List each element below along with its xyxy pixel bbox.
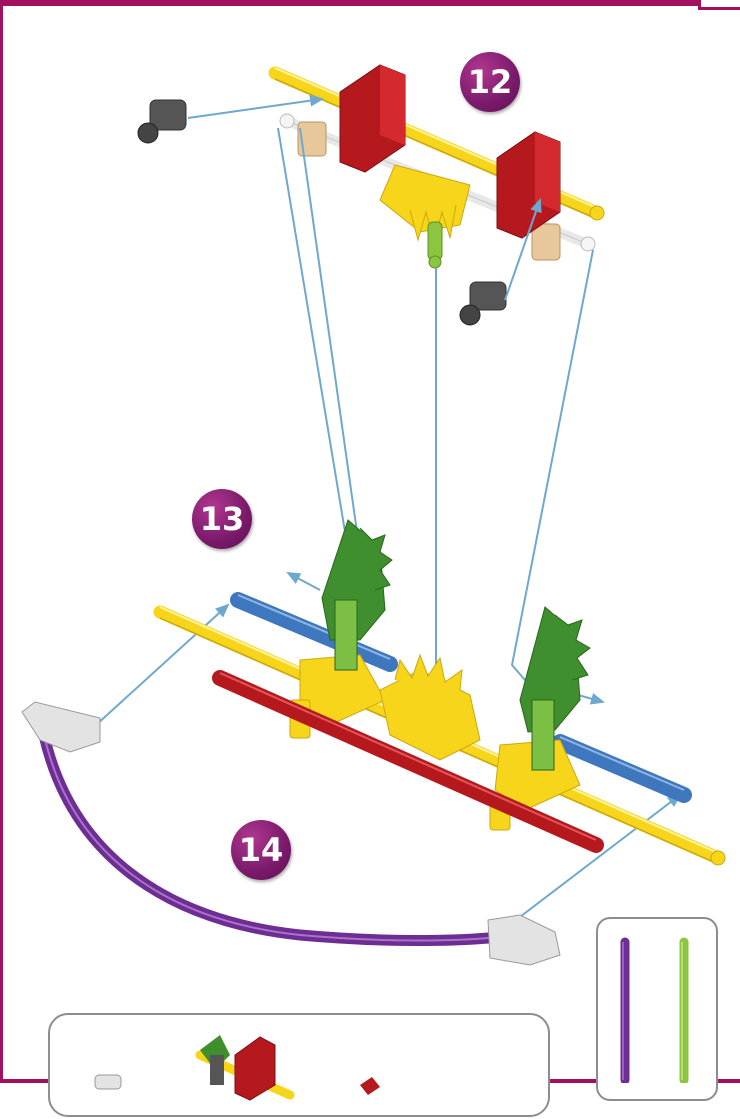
step-number: 14 — [239, 831, 284, 869]
step-number-badge-12: 12 — [460, 52, 520, 112]
step-number: 12 — [468, 63, 513, 101]
instruction-page: 12 13 14 — [0, 0, 740, 1083]
step-number-badge-13: 13 — [192, 489, 252, 549]
completed-model-preview — [50, 1015, 548, 1115]
step-number: 13 — [200, 500, 245, 538]
parts-rods-overlay — [0, 0, 740, 1083]
step-number-badge-14: 14 — [231, 820, 291, 880]
completed-model-preview-box — [48, 1013, 550, 1117]
